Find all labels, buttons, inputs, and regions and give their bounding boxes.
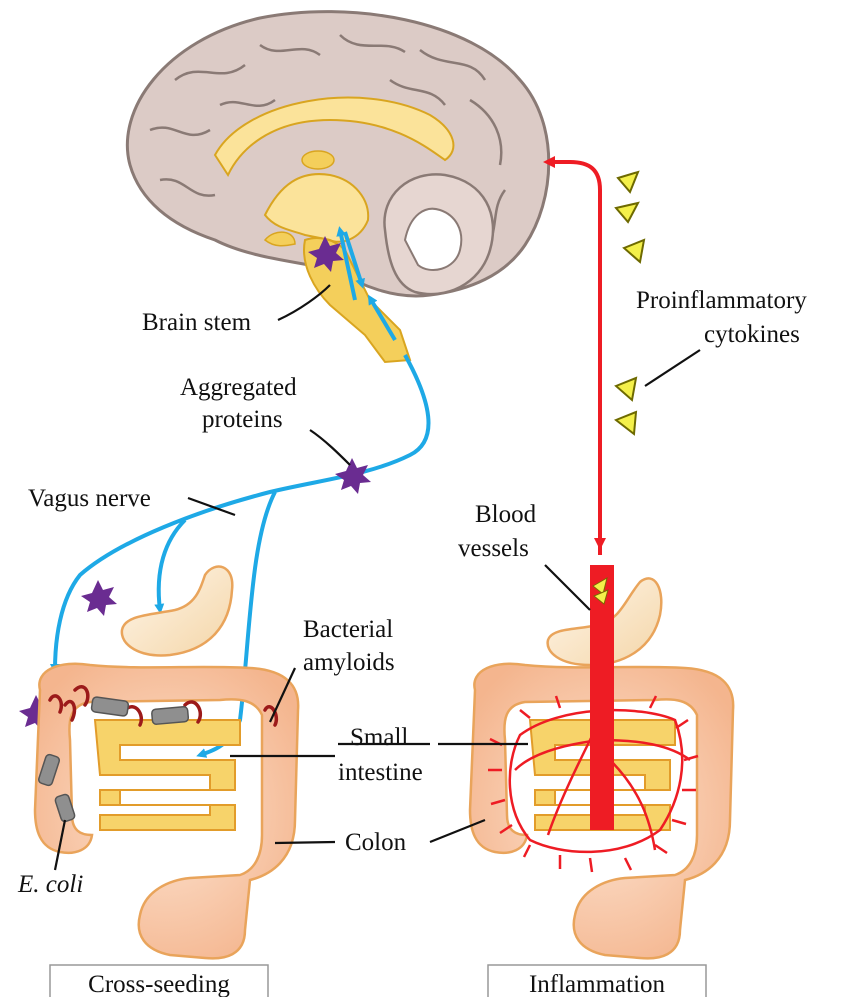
left-gut: [35, 567, 298, 959]
right-gut: [470, 565, 733, 958]
cytokine-3: [624, 240, 644, 262]
label-aggregated-2: proteins: [202, 406, 283, 433]
label-aggregated-1: Aggregated: [180, 374, 297, 401]
cerebellum: [384, 174, 493, 294]
thalamus: [302, 151, 334, 169]
label-bacterial-2: amyloids: [303, 649, 395, 676]
cytokine-4: [616, 378, 636, 400]
label-blood-1: Blood: [475, 501, 537, 528]
panel-label-cross-seeding: Cross-seeding: [88, 971, 230, 997]
cytokine-5: [616, 412, 636, 434]
label-proinflammatory-1: Proinflammatory: [636, 287, 807, 314]
panel-inflammation: Inflammation: [488, 965, 706, 997]
label-brain-stem: Brain stem: [142, 309, 252, 336]
panel-cross-seeding: Cross-seeding: [50, 965, 268, 997]
label-proinflammatory-2: cytokines: [704, 321, 800, 348]
blood-column: [590, 565, 614, 830]
labels: Brain stem Aggregated proteins Vagus ner…: [17, 287, 807, 898]
label-ecoli: E. coli: [17, 871, 83, 898]
label-vagus: Vagus nerve: [28, 485, 151, 512]
left-small-intestine: [95, 720, 240, 830]
label-bacterial-1: Bacterial: [303, 616, 393, 643]
panel-label-inflammation: Inflammation: [529, 971, 666, 997]
protein-star-nerve: [335, 458, 371, 494]
protein-star-left-1: [81, 580, 117, 616]
label-small-1: Small: [350, 724, 408, 751]
label-small-2: intestine: [338, 759, 423, 786]
cytokine-2: [616, 203, 638, 222]
left-stomach: [122, 567, 232, 656]
blood-circulation-arrow: [548, 162, 600, 555]
label-blood-2: vessels: [458, 535, 529, 562]
cytokine-1: [618, 172, 638, 192]
label-colon: Colon: [345, 829, 407, 856]
